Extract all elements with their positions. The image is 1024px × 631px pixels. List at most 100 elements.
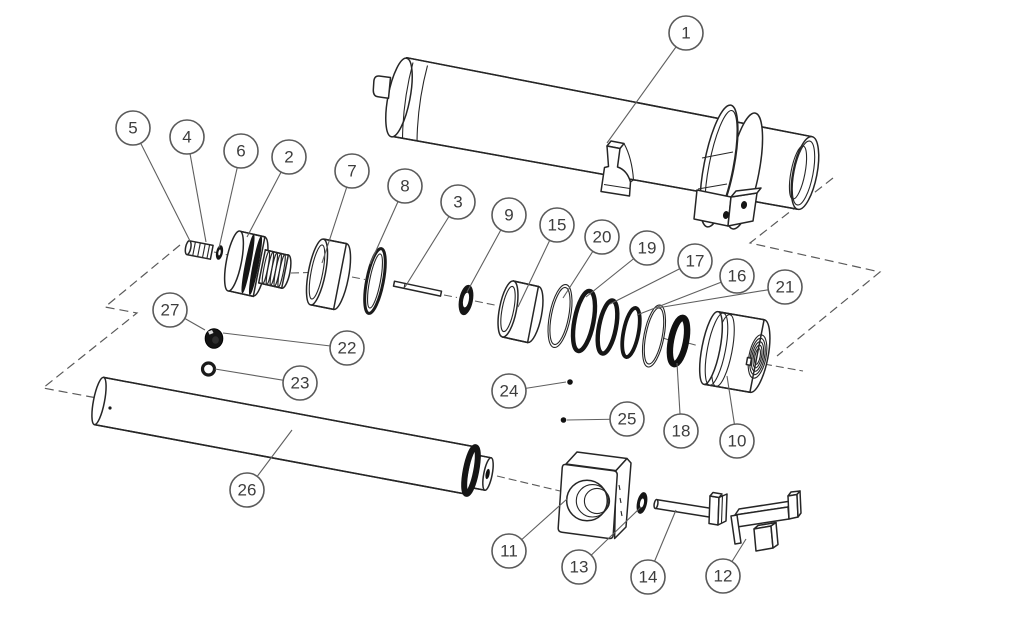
callout-circle-8 [387,168,423,204]
part-piston-head [223,230,292,298]
callout-13: 13 [561,506,642,585]
callout-circle-4 [169,119,205,155]
callout-number: 22 [338,339,357,358]
part-seal-ring-19 [570,288,598,354]
callout-number: 12 [714,567,733,586]
callout-circle-23 [282,365,318,401]
part-ball-24 [567,379,573,385]
callout-leader-22 [222,332,348,349]
callout-number: 16 [728,267,747,286]
part-ball-25 [560,417,567,423]
callout-11: 11 [491,498,568,569]
part-bolt [653,491,728,526]
part-o-ring-18 [666,314,691,368]
callout-circle-14 [630,559,666,595]
rod-pin-hole [108,406,112,410]
part-socket-plug [204,328,224,349]
callout-6: 6 [218,133,259,249]
part-pin [392,280,443,297]
part-cylinder-body [372,56,820,230]
callout-7: 7 [321,153,370,264]
cylinder-collar [693,104,764,230]
rod-seal-band [461,444,481,497]
callout-15: 15 [517,207,575,308]
collar-bolt-hole [740,201,748,209]
callout-number: 2 [284,148,293,167]
gland-lock-slot [745,356,753,367]
callout-19: 19 [585,230,665,298]
callout-26: 26 [229,429,293,508]
callout-circle-19 [629,230,665,266]
callout-number: 23 [291,374,310,393]
callout-24: 24 [491,373,567,409]
callout-16: 16 [636,258,755,316]
callout-9: 9 [466,197,527,293]
callout-circle-18 [663,413,699,449]
part-end-gland [698,310,771,394]
callout-circle-6 [223,133,259,169]
callout-circle-13 [561,549,597,585]
callout-number: 27 [161,301,180,320]
callout-circle-26 [229,472,265,508]
callout-number: 24 [500,382,519,401]
piston-groove-band [241,234,255,294]
callout-circle-15 [539,207,575,243]
callout-12: 12 [705,538,747,594]
callout-number: 10 [728,432,747,451]
callout-20: 20 [562,219,620,299]
callout-number: 6 [236,142,245,161]
part-clip-bracket [730,490,802,552]
part-rod-washer [458,284,474,316]
callout-number: 4 [182,128,191,147]
callout-circle-27 [152,292,188,328]
callout-circle-10 [719,423,755,459]
callout-leader-21 [656,286,786,309]
callout-number: 8 [400,177,409,196]
part-sleeve [497,280,544,344]
rod-end-bore [485,468,490,480]
part-small-o-ring [200,361,217,377]
callout-number: 19 [638,239,657,258]
cut-plane-frame [41,177,882,399]
part-backup-ring-20 [547,283,573,349]
callout-circle-2 [271,139,307,175]
callout-number: 21 [776,278,795,297]
part-seal-ring-17 [595,298,620,356]
cylinder-lug [600,140,635,197]
callout-25: 25 [566,401,645,437]
callout-18: 18 [663,362,699,449]
callout-number: 3 [453,193,462,212]
gland-threaded-bore [745,334,768,379]
callout-17: 17 [609,243,713,305]
callout-22: 22 [222,330,365,366]
callout-circle-12 [705,558,741,594]
callout-number: 13 [570,558,589,577]
block-boss [565,479,609,522]
callout-21: 21 [656,269,803,309]
callout-number: 20 [593,228,612,247]
part-spacer-cup [305,238,352,311]
collar-bolt-hole [722,211,730,219]
callout-circle-25 [609,401,645,437]
part-small-washer [215,245,224,260]
callout-leader-5 [132,127,191,242]
callout-4: 4 [169,119,207,243]
callout-circle-21 [767,269,803,305]
callout-1: 1 [606,15,704,144]
callout-23: 23 [214,365,318,401]
callout-circle-20 [584,219,620,255]
part-wear-ring [363,247,387,315]
piston-groove-band [248,236,263,295]
callout-number: 18 [672,422,691,441]
callout-circle-5 [115,110,151,146]
callout-number: 25 [618,410,637,429]
callout-number: 9 [504,206,513,225]
cylinder-open-end [788,135,820,211]
cylinder-port-nub [372,75,392,100]
callout-5: 5 [115,110,191,242]
callout-number: 14 [639,568,658,587]
part-ribbed-plug [184,240,214,260]
